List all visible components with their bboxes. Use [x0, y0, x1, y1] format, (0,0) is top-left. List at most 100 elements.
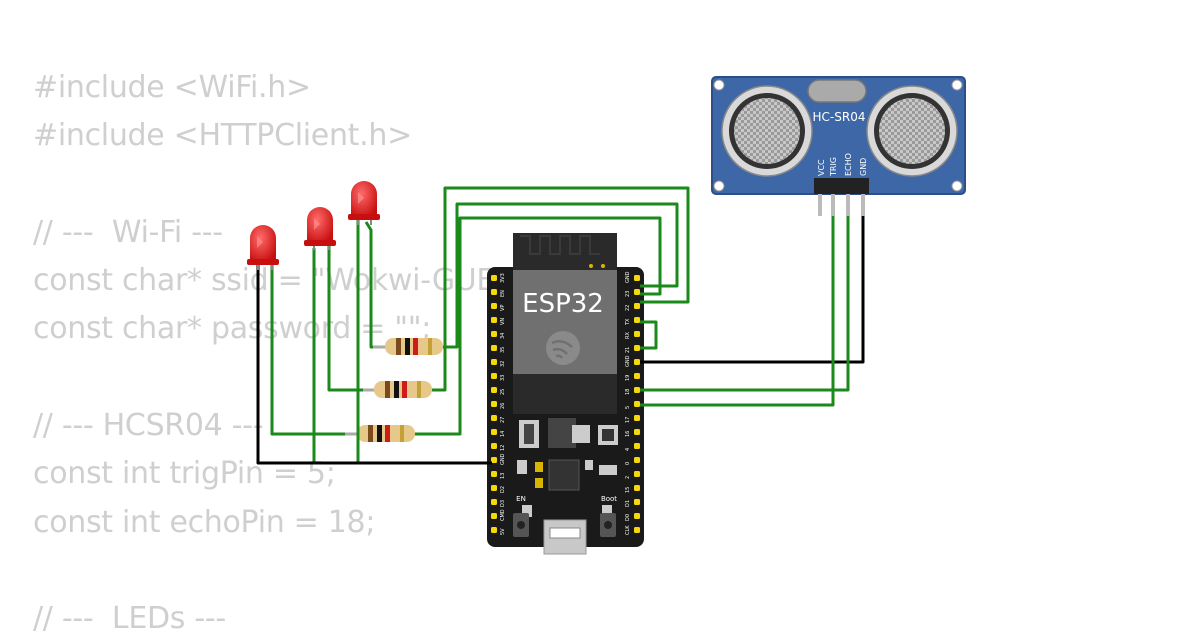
- right-pin-gnd[interactable]: [634, 359, 640, 365]
- wire[interactable]: [256, 265, 492, 465]
- left-pin-d3[interactable]: [491, 499, 497, 505]
- right-pin-label: 19: [625, 375, 631, 381]
- sensor-pin-label: TRIG: [829, 157, 838, 177]
- left-pin-27[interactable]: [491, 415, 497, 421]
- left-pin-en[interactable]: [491, 289, 497, 295]
- circuit-canvas: HC-SR04 VCC TRIG ECHO GND ESP32: [247, 76, 966, 555]
- led-red[interactable]: [247, 225, 279, 270]
- right-pin-label: 15: [625, 487, 631, 493]
- right-pin-21[interactable]: [634, 345, 640, 351]
- led-red[interactable]: [348, 181, 380, 225]
- right-pin-15[interactable]: [634, 485, 640, 491]
- wire[interactable]: [640, 320, 658, 350]
- usb-port[interactable]: [543, 519, 587, 555]
- wire[interactable]: [640, 216, 835, 407]
- left-pin-label: 27: [500, 417, 506, 423]
- left-pin-3v3[interactable]: [491, 275, 497, 281]
- wire[interactable]: [640, 216, 850, 392]
- right-pin-2[interactable]: [634, 471, 640, 477]
- left-pin-gnd[interactable]: [491, 457, 497, 463]
- right-pin-label: 22: [625, 305, 631, 311]
- right-pin-label: GND: [625, 271, 631, 283]
- wire[interactable]: [327, 245, 363, 392]
- en-button-cap: [517, 521, 525, 529]
- wire[interactable]: [432, 186, 690, 392]
- right-pin-label: 2: [625, 476, 631, 479]
- right-pin-tx[interactable]: [634, 317, 640, 323]
- right-pin-label: TX: [625, 318, 631, 326]
- left-pin-vp[interactable]: [491, 303, 497, 309]
- left-pin-label: 3V3: [500, 273, 506, 283]
- sensor-pin-label: ECHO: [844, 153, 853, 176]
- right-pin-label: 18: [625, 389, 631, 395]
- left-pin-label: 5V: [500, 528, 506, 535]
- code-line: // --- HCSR04 ---: [33, 408, 264, 444]
- left-pin-34[interactable]: [491, 331, 497, 337]
- right-pin-0[interactable]: [634, 457, 640, 463]
- left-pin-label: 14: [500, 431, 506, 437]
- transducer-right: [866, 85, 958, 177]
- sensor-pin-label: VCC: [817, 159, 826, 176]
- resistor[interactable]: [345, 425, 428, 442]
- left-pin-label: GND: [500, 453, 506, 465]
- wire[interactable]: [270, 265, 345, 436]
- hc-sr04-sensor[interactable]: HC-SR04 VCC TRIG ECHO GND: [711, 76, 966, 216]
- boot-label: Boot: [601, 495, 617, 503]
- code-line: // --- Wi-Fi ---: [33, 214, 223, 250]
- right-pin-clk[interactable]: [634, 527, 640, 533]
- left-pin-12[interactable]: [491, 443, 497, 449]
- led-red[interactable]: [304, 207, 336, 250]
- left-pin-25[interactable]: [491, 387, 497, 393]
- sensor-pin-vcc[interactable]: [818, 194, 822, 216]
- wire[interactable]: [443, 202, 679, 349]
- right-pin-rx[interactable]: [634, 331, 640, 337]
- right-pin-label: 0: [625, 462, 631, 465]
- left-pin-label: VP: [500, 305, 506, 311]
- wire[interactable]: [364, 221, 373, 349]
- left-pin-14[interactable]: [491, 429, 497, 435]
- right-pin-gnd[interactable]: [634, 275, 640, 281]
- left-pin-label: D2: [500, 486, 506, 493]
- left-pin-26[interactable]: [491, 401, 497, 407]
- right-pin-label: 17: [625, 417, 631, 423]
- left-pin-13[interactable]: [491, 471, 497, 477]
- right-pin-23[interactable]: [634, 289, 640, 295]
- right-pin-label: 5: [625, 406, 631, 409]
- wires: [256, 186, 865, 465]
- left-pin-label: 13: [500, 473, 506, 479]
- left-pin-label: VN: [500, 318, 506, 325]
- left-pin-32[interactable]: [491, 359, 497, 365]
- right-pin-17[interactable]: [634, 415, 640, 421]
- left-pin-cmd[interactable]: [491, 513, 497, 519]
- resistor[interactable]: [373, 338, 452, 355]
- left-pin-d2[interactable]: [491, 485, 497, 491]
- transducer-left: [721, 85, 813, 177]
- wire[interactable]: [415, 216, 662, 436]
- sensor-pin-trig[interactable]: [831, 194, 835, 216]
- left-pin-label: D3: [500, 500, 506, 507]
- right-pin-5[interactable]: [634, 401, 640, 407]
- code-line: #include <HTTPClient.h>: [33, 118, 412, 154]
- wire[interactable]: [640, 216, 865, 364]
- left-pin-vn[interactable]: [491, 317, 497, 323]
- esp32-board[interactable]: ESP32 EN Boot 3V3ENVPVN34353233252627141…: [487, 233, 644, 555]
- right-pin-label: D0: [625, 514, 631, 521]
- right-pin-16[interactable]: [634, 429, 640, 435]
- right-pin-19[interactable]: [634, 373, 640, 379]
- right-pin-22[interactable]: [634, 303, 640, 309]
- left-pin-5v[interactable]: [491, 527, 497, 533]
- right-pin-d1[interactable]: [634, 499, 640, 505]
- esp32-chip-label: ESP32: [522, 289, 604, 319]
- right-pin-4[interactable]: [634, 443, 640, 449]
- sensor-pin-gnd[interactable]: [861, 194, 865, 216]
- code-line: const int echoPin = 18;: [33, 504, 376, 540]
- right-pin-label: 21: [625, 347, 631, 353]
- right-pin-d0[interactable]: [634, 513, 640, 519]
- left-pin-label: EN: [500, 290, 506, 297]
- resistor[interactable]: [363, 381, 442, 398]
- sensor-pin-echo[interactable]: [846, 194, 850, 216]
- left-pin-33[interactable]: [491, 373, 497, 379]
- right-pin-label: 4: [625, 448, 631, 451]
- right-pin-18[interactable]: [634, 387, 640, 393]
- left-pin-35[interactable]: [491, 345, 497, 351]
